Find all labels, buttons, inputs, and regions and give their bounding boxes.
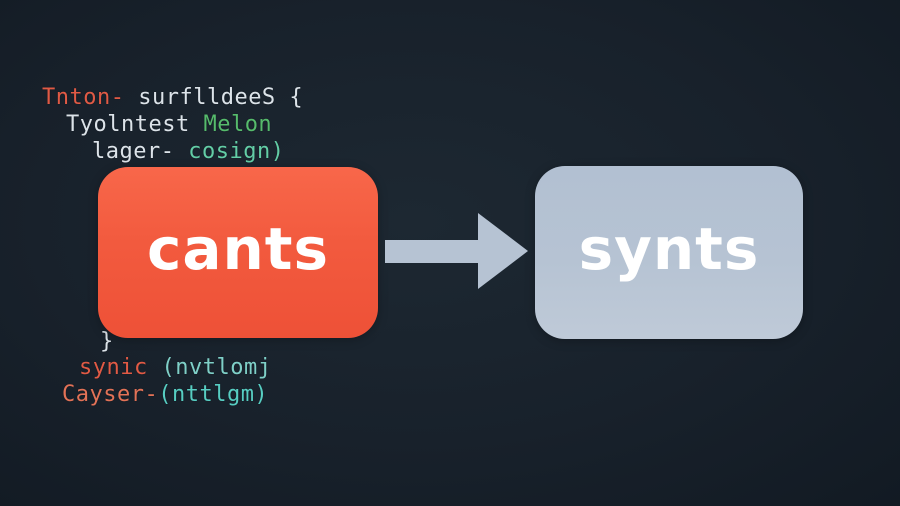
code-line-top-1: Tnton- surflldeeS { bbox=[42, 86, 303, 110]
code-line-top-3: lager- cosign) bbox=[92, 140, 284, 164]
code-token-teal: (nttlgm) bbox=[158, 382, 269, 407]
diagram-node-source: cants bbox=[98, 167, 378, 338]
code-token-teal: (nvtlomj bbox=[147, 355, 272, 380]
code-token-green: Melon bbox=[203, 112, 273, 137]
code-token-keyword: synic bbox=[79, 355, 148, 380]
code-line-top-2: Tyolntest Melon bbox=[66, 113, 272, 137]
code-token-plain: surflldeeS { bbox=[124, 85, 304, 110]
code-line-bottom-2: Cayser-(nttlgm) bbox=[62, 383, 268, 407]
right-arrow-icon bbox=[385, 240, 481, 263]
code-token-salmon: Cayser- bbox=[62, 382, 159, 407]
code-closing-brace: } bbox=[100, 329, 114, 354]
code-token-mint: cosign) bbox=[188, 139, 285, 164]
code-token-plain: lager- bbox=[92, 139, 189, 164]
right-arrow-head-icon bbox=[478, 213, 528, 289]
code-line-bottom-1: synic (nvtlomj bbox=[79, 356, 271, 380]
code-token-keyword: Tnton- bbox=[42, 85, 125, 110]
node-source-label: cants bbox=[146, 214, 330, 283]
code-token-plain: Tyolntest bbox=[66, 112, 204, 137]
diagram-node-target: synts bbox=[535, 166, 803, 339]
node-target-label: synts bbox=[578, 214, 760, 283]
